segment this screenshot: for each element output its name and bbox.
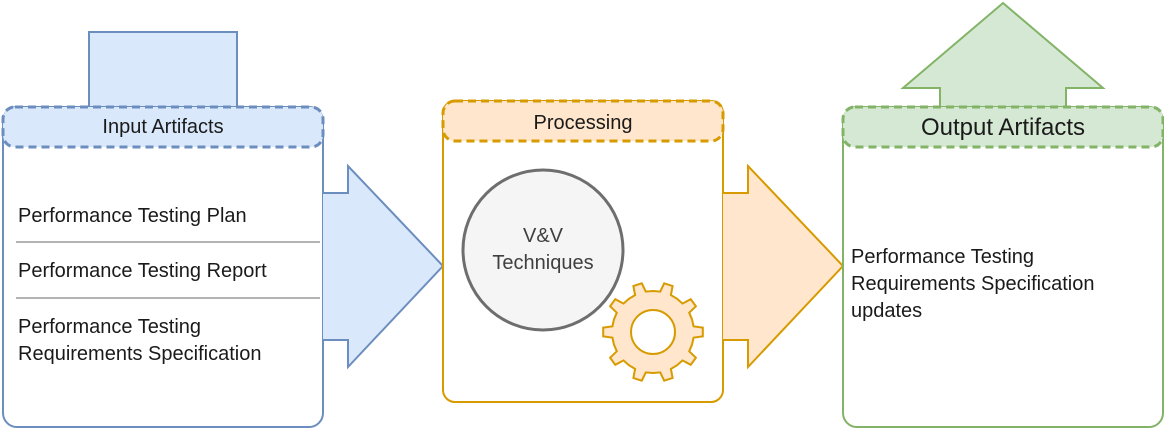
processing-to-output-arrow bbox=[723, 163, 845, 370]
output-requirements-updates: Performance Testing Requirements Specifi… bbox=[851, 246, 1095, 322]
input-top-tab bbox=[88, 31, 238, 109]
output-up-arrow bbox=[900, 1, 1106, 110]
input-artifacts-title: Input Artifacts bbox=[102, 115, 224, 138]
vv-techniques-label: V&V Techniques bbox=[492, 225, 594, 274]
gear-icon bbox=[602, 282, 704, 382]
input-item-requirements: Performance Testing Requirements Specifi… bbox=[18, 316, 262, 365]
output-artifacts-title: Output Artifacts bbox=[920, 114, 1086, 141]
input-header-bar bbox=[1, 105, 325, 149]
processing-header-bar bbox=[441, 99, 725, 143]
output-header-bar bbox=[841, 105, 1164, 149]
input-item-plan: Performance Testing Plan bbox=[18, 205, 247, 227]
processing-title: Processing bbox=[533, 111, 633, 134]
input-to-processing-arrow bbox=[323, 163, 445, 370]
vv-techniques-circle bbox=[461, 168, 625, 332]
input-item-report: Performance Testing Report bbox=[18, 260, 267, 282]
